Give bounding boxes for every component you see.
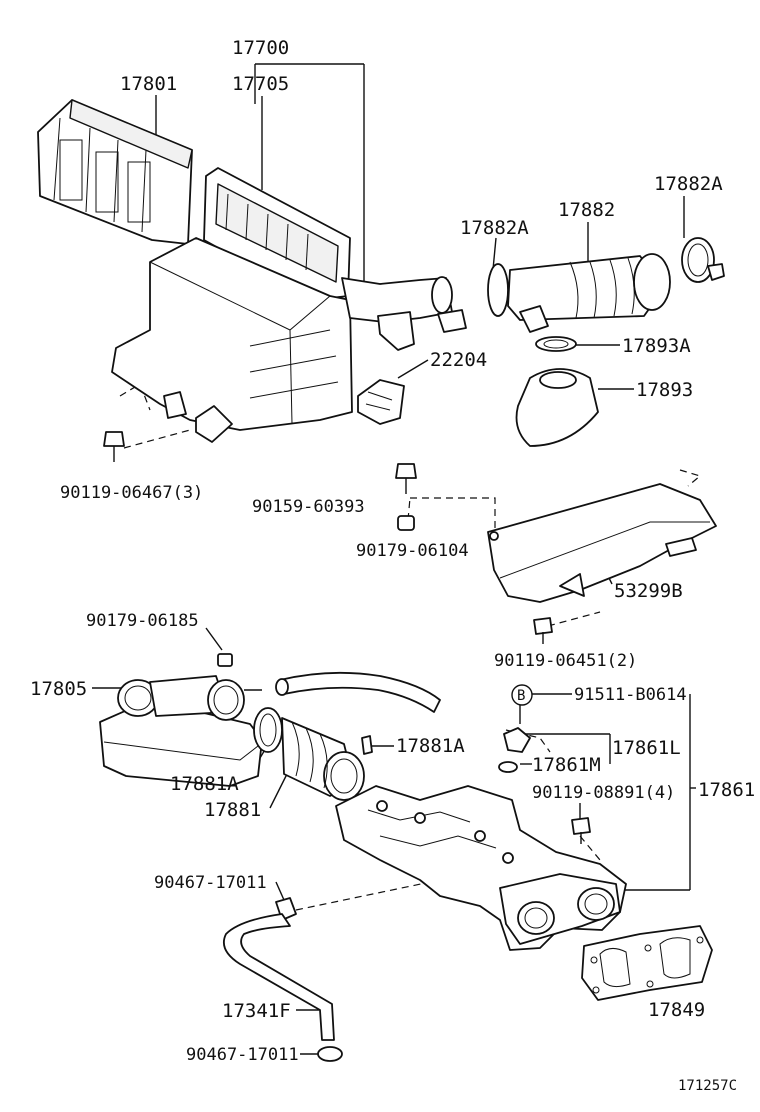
- resonator-drawing: [515, 368, 599, 447]
- label-17861: 17861: [698, 779, 755, 801]
- label-53299B: 53299B: [614, 580, 683, 602]
- label-17861L: 17861L: [612, 737, 681, 759]
- label-17849: 17849: [648, 999, 705, 1021]
- diagram-id: 171257C: [678, 1078, 737, 1094]
- bolt-90119-06467-drawing: [103, 431, 125, 462]
- circle-b-marker: [511, 684, 533, 706]
- breather-hose-drawing: [275, 671, 441, 713]
- oring-17861m-drawing: [498, 761, 518, 773]
- label-17705: 17705: [232, 73, 289, 95]
- intake-manifold-drawing: [335, 785, 627, 951]
- part-labels: 17700 17801 17705 17882A 17882 17882A 17…: [30, 37, 755, 1094]
- bolt-90159-60393-drawing: [395, 463, 417, 494]
- bracket-17861l-drawing: [503, 727, 531, 753]
- air-filter-element-drawing: [37, 99, 193, 245]
- label-17881A-right: 17881A: [396, 735, 465, 757]
- air-flow-meter-drawing: [357, 379, 405, 425]
- label-17881A-left: 17881A: [170, 773, 239, 795]
- label-90119-08891: 90119-08891(4): [532, 783, 675, 803]
- grommet-90179-06104-drawing: [397, 515, 415, 531]
- label-17882: 17882: [558, 199, 615, 221]
- resonator-case-17805-drawing: [99, 653, 263, 787]
- label-22204: 22204: [430, 349, 487, 371]
- label-91511-B0614: 91511-B0614: [574, 685, 687, 705]
- clamp-17893a-drawing: [535, 336, 577, 352]
- label-17861M: 17861M: [532, 754, 601, 776]
- label-17893: 17893: [636, 379, 693, 401]
- label-circle-b: B: [517, 688, 525, 704]
- label-17893A: 17893A: [622, 335, 691, 357]
- label-17700: 17700: [232, 37, 289, 59]
- label-17801: 17801: [120, 73, 177, 95]
- clip-90467-17011-bottom-drawing: [317, 1046, 343, 1062]
- assembly-dashed-lines: [119, 383, 702, 911]
- label-17882A-right: 17882A: [654, 173, 723, 195]
- label-90179-06185: 90179-06185: [86, 611, 199, 631]
- vacuum-hose-17341f-drawing: [222, 913, 335, 1041]
- label-90467-17011-top: 90467-17011: [154, 873, 267, 893]
- label-17881: 17881: [204, 799, 261, 821]
- label-90159-60393: 90159-60393: [252, 497, 365, 517]
- bolt-90119-06451-drawing: [533, 617, 553, 644]
- air-cleaner-housing-drawing: [111, 237, 467, 443]
- gasket-17849-drawing: [581, 925, 713, 1001]
- label-17341F: 17341F: [222, 1000, 291, 1022]
- label-90179-06104: 90179-06104: [356, 541, 469, 561]
- intake-hose-17881-drawing: [253, 707, 373, 801]
- label-90119-06451: 90119-06451(2): [494, 651, 637, 671]
- label-17882A-left: 17882A: [460, 217, 529, 239]
- label-90119-06467: 90119-06467(3): [60, 483, 203, 503]
- air-duct-53299b-drawing: [487, 483, 717, 603]
- bolt-90119-08891-drawing: [571, 817, 591, 844]
- label-90467-17011-bottom: 90467-17011: [186, 1045, 299, 1065]
- intake-hose-17882-drawing: [487, 237, 725, 333]
- label-17805: 17805: [30, 678, 87, 700]
